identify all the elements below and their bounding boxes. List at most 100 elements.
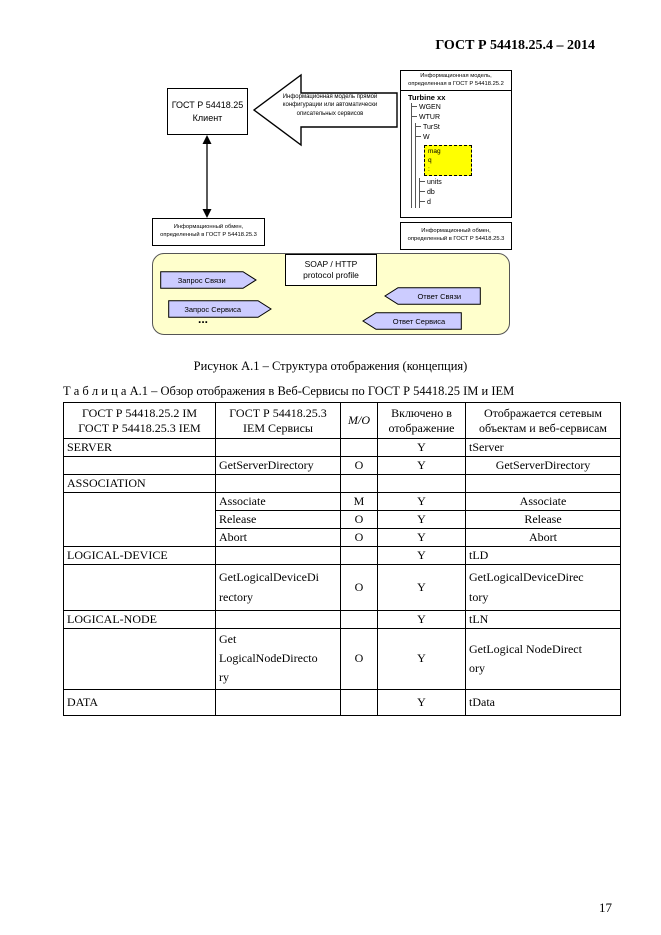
information-model-panel-title: Информационная модель, определенная в ГО… (401, 71, 511, 92)
left-block-arrow (252, 73, 398, 147)
cell-mo: O (340, 528, 378, 547)
table-row: LOGICAL-NODE Y tLN (63, 610, 621, 629)
cell-mapped: Associate (465, 492, 621, 511)
cell-included: Y (377, 510, 466, 529)
cell-category (63, 564, 216, 611)
cell-mapped: Release (465, 510, 621, 529)
model-tree: Turbine xx WGEN WTUR TurSt W mag q : uni… (401, 91, 511, 209)
cell-included: Y (377, 688, 466, 716)
col-header-gost-im: ГОСТ Р 54418.25.2 IM ГОСТ Р 54418.25.3 I… (63, 402, 216, 439)
page-number: 17 (599, 900, 612, 915)
table-row: SERVER Y tServer (63, 438, 621, 457)
highlight-line: q (428, 157, 432, 165)
col-header-included: Включено в отображение (377, 402, 466, 439)
response-link-arrow: Ответ Связи (384, 287, 481, 305)
left-arrow-shape (384, 287, 481, 305)
request-service-label: Запрос Сервиса (184, 304, 242, 314)
cell-service: Associate (215, 492, 341, 511)
cell-category: SERVER (63, 438, 216, 457)
cell-mo: O (340, 510, 378, 529)
tree-item: units (420, 178, 511, 188)
cell-included: Y (377, 628, 466, 690)
cell-service: Get LogicalNodeDirecto ry (215, 628, 341, 690)
cell-service: Release (215, 510, 341, 529)
cell-included: Y (377, 456, 466, 475)
model-exchange-box: Информационный обмен, определенный в ГОС… (400, 222, 512, 250)
tree-item: TurSt (416, 123, 511, 133)
client-box: ГОСТ Р 54418.25 Клиент (167, 88, 248, 135)
cell-included: Y (377, 610, 466, 629)
right-arrow-shape (168, 300, 272, 318)
table-row: GetServerDirectory O Y GetServerDirector… (63, 456, 621, 475)
request-link-label: Запрос Связи (177, 275, 226, 285)
cell-included (377, 474, 466, 493)
tree-level-1: WGEN WTUR TurSt W mag q : units db d (411, 103, 511, 209)
cell-included: Y (377, 528, 466, 547)
tree-root: Turbine xx (408, 93, 446, 103)
tree-item: WGEN (412, 103, 511, 113)
cell-category (63, 456, 216, 475)
cell-service: GetLogicalDeviceDi rectory (215, 564, 341, 611)
cell-included: Y (377, 564, 466, 611)
cell-included: Y (377, 492, 466, 511)
cell-mo (340, 438, 378, 457)
tree-level-2: TurSt W mag q : units db d (415, 123, 511, 209)
request-link-arrow: Запрос Связи (160, 271, 257, 289)
highlight-line: mag (428, 148, 441, 156)
cell-service (215, 546, 341, 565)
left-arrow-shape (362, 312, 462, 330)
highlighted-attribute-box: mag q : (424, 145, 472, 177)
response-service-label: Ответ Сервиса (392, 316, 446, 326)
tree-item: db (420, 188, 511, 198)
cell-mo: O (340, 564, 378, 611)
table-title: Т а б л и ц а А.1 – Обзор отображения в … (63, 384, 515, 398)
cell-mapped: GetLogicalDeviceDirec tory (465, 564, 621, 611)
client-exchange-box: Информационный обмен, определенный в ГОС… (152, 218, 265, 246)
highlight-line: : (428, 166, 430, 174)
cell-service (215, 688, 341, 716)
cell-category: LOGICAL-NODE (63, 610, 216, 629)
cell-mapped: GetLogical NodeDirect ory (465, 628, 621, 690)
response-link-label: Ответ Связи (417, 291, 462, 301)
cell-mapped: tLD (465, 546, 621, 565)
cell-mo: O (340, 456, 378, 475)
cell-mapped: tLN (465, 610, 621, 629)
cell-mo (340, 610, 378, 629)
cell-mo: O (340, 628, 378, 690)
table-row: Get LogicalNodeDirecto ry O Y GetLogical… (63, 628, 621, 690)
table-header-row: ГОСТ Р 54418.25.2 IM ГОСТ Р 54418.25.3 I… (63, 402, 621, 439)
table-row: GetLogicalDeviceDi rectory O Y GetLogica… (63, 564, 621, 611)
tree-item: W (416, 133, 511, 143)
cell-category (63, 492, 216, 547)
ellipsis-label: ... (198, 312, 209, 326)
cell-mo (340, 474, 378, 493)
cell-category: LOGICAL-DEVICE (63, 546, 216, 565)
tree-item: WTUR (412, 113, 511, 123)
cell-mo (340, 546, 378, 565)
cell-category: DATA (63, 688, 216, 716)
response-service-arrow: Ответ Сервиса (362, 312, 462, 330)
document-header: ГОСТ Р 54418.25.4 – 2014 (435, 38, 595, 53)
col-header-mo: М/О (340, 402, 378, 439)
cell-mapped: tServer (465, 438, 621, 457)
table-row: Abort O Y Abort (64, 528, 621, 547)
col-header-mapped: Отображается сетевым объектам и веб-серв… (465, 402, 621, 439)
cell-service (215, 610, 341, 629)
cell-mo: M (340, 492, 378, 511)
cell-category: ASSOCIATION (63, 474, 216, 493)
information-model-panel: Информационная модель, определенная в ГО… (400, 70, 512, 218)
cell-service: GetServerDirectory (215, 456, 341, 475)
soap-http-box: SOAP / HTTP protocol profile (285, 254, 377, 286)
tree-item: d (420, 198, 511, 208)
table-row: DATA Y tData (63, 688, 621, 716)
tree-level-3: units db d (419, 178, 511, 209)
cell-mapped: Abort (465, 528, 621, 547)
request-service-arrow: Запрос Сервиса (168, 300, 272, 318)
vertical-double-arrow (200, 135, 214, 218)
cell-service (215, 474, 341, 493)
cell-included: Y (377, 438, 466, 457)
cell-mapped (465, 474, 621, 493)
left-block-arrow-label: Информационная модель прямой конфигураци… (282, 94, 378, 117)
left-block-arrow-shape (252, 73, 398, 147)
